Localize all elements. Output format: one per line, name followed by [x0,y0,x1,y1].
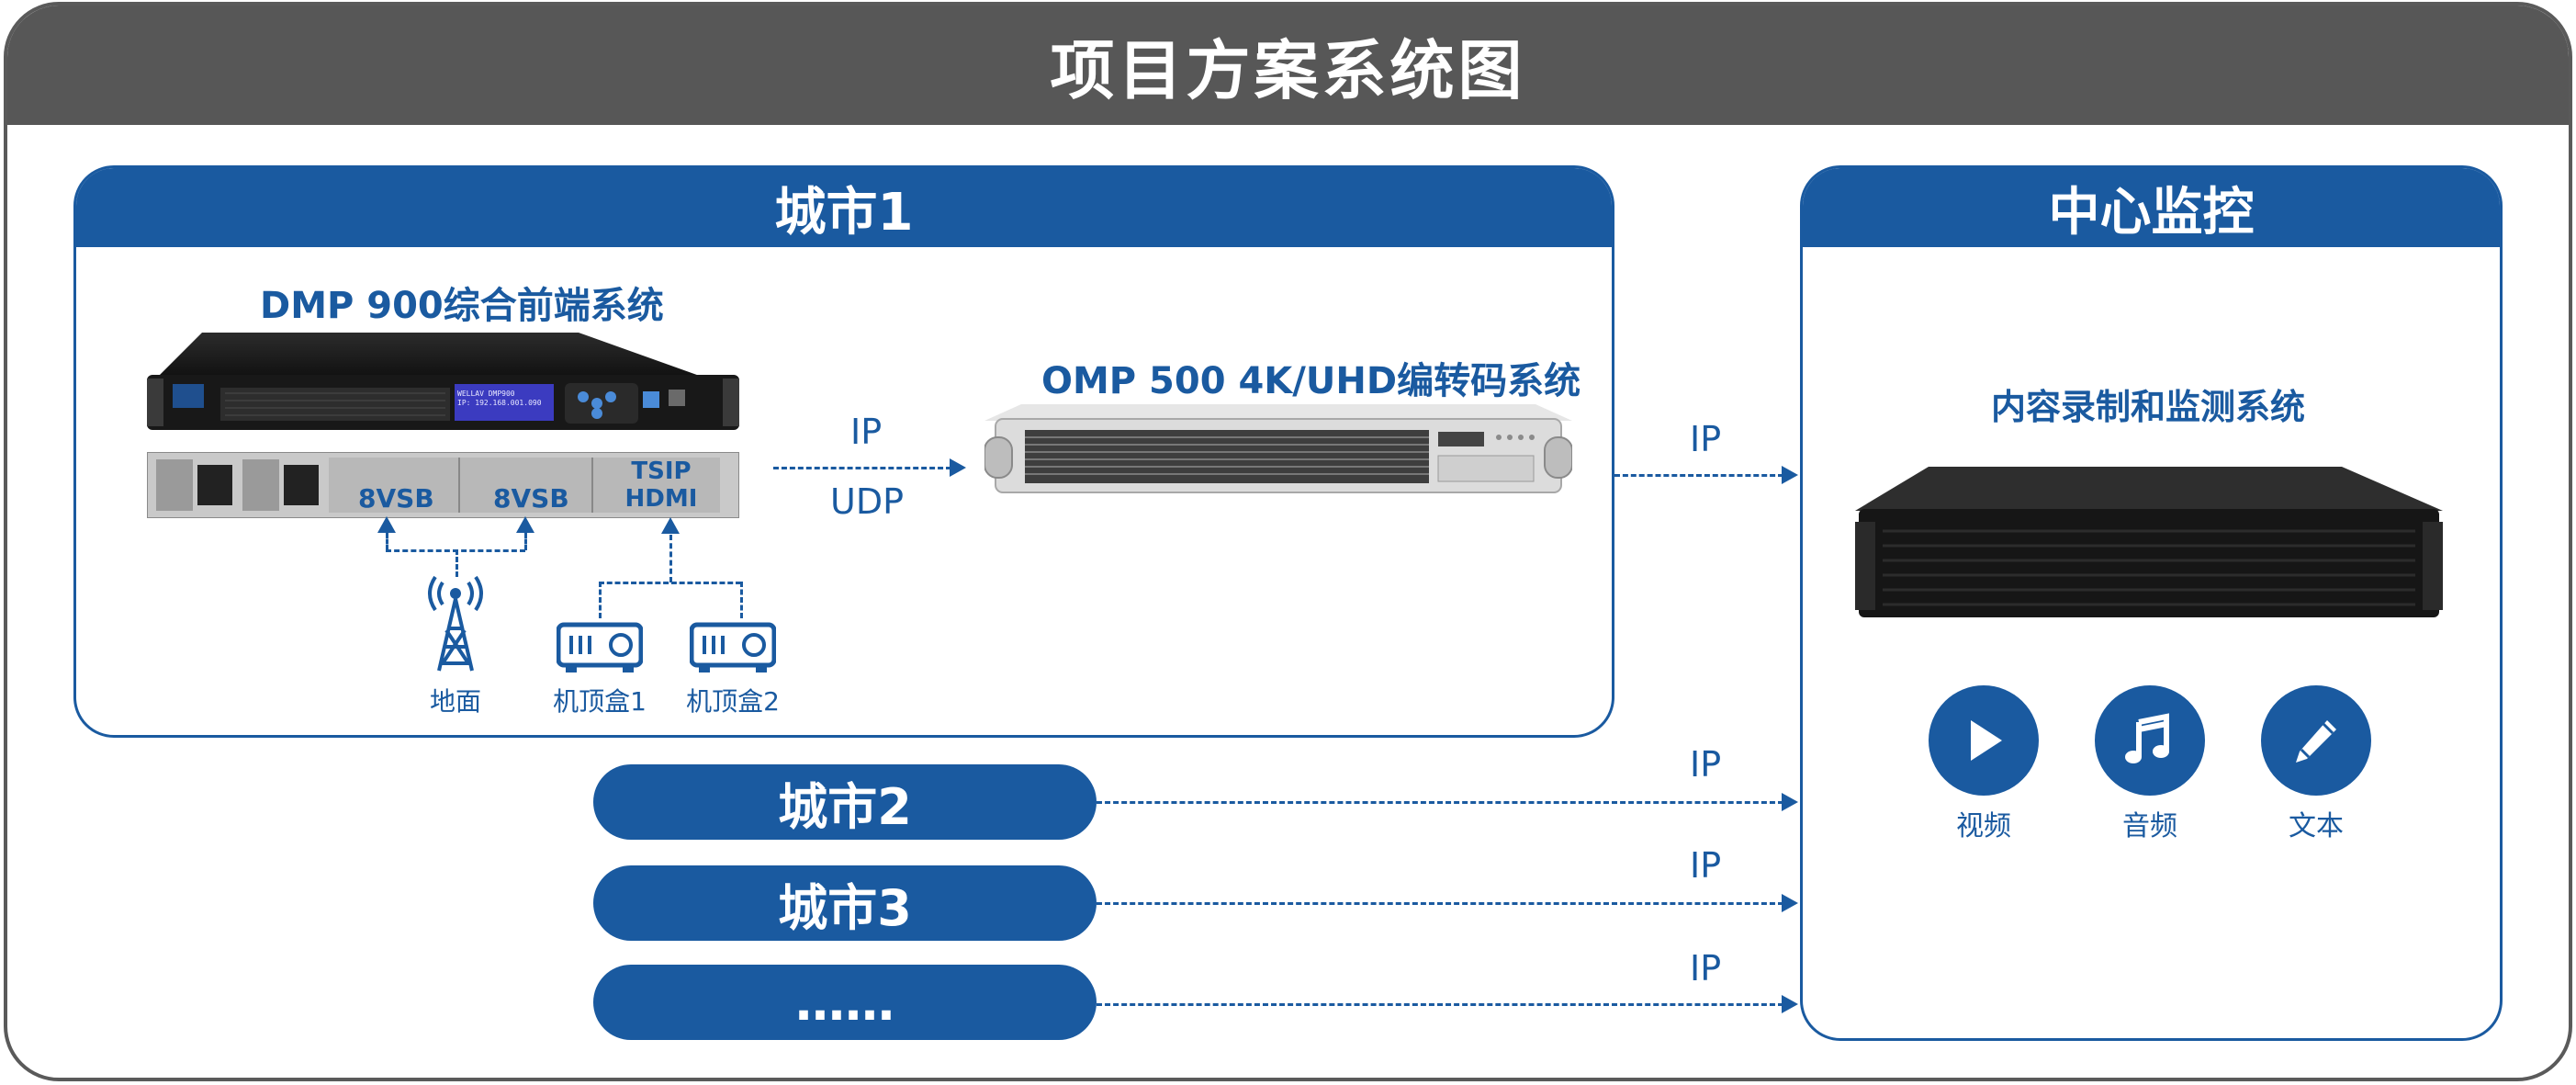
source-antenna-label: 地面 [429,686,481,717]
set-top-box-icon-2 [690,622,776,672]
city2-pill: 城市2 [593,764,1097,840]
arrow-up-slot2 [516,516,534,533]
more-cities-link-label: IP [1690,948,1722,989]
page-title: 项目方案系统图 [7,6,2569,125]
text-label: 文本 [2289,810,2344,842]
slot-8vsb-2: 8VSB [493,483,569,514]
link-ip-label: IP [850,412,883,452]
arrow-right-more-cities [1782,995,1798,1013]
music-note-icon [2095,685,2205,796]
source-stb1-label: 机顶盒1 [553,686,647,717]
source-stb2-label: 机顶盒2 [686,686,780,717]
center-header: 中心监控 [1803,168,2500,247]
center-system-title: 内容录制和监测系统 [1991,387,2306,427]
city1-header: 城市1 [76,168,1612,247]
recording-server-device [1855,467,2443,617]
play-icon [1929,685,2039,796]
arrow-up-slot3 [661,517,680,534]
antenna-tower-icon [428,575,483,672]
arrow-up-slot1 [377,516,396,533]
arrow-right-dmp-omp [950,458,966,477]
omp-title: OMP 500 4K/UHD编转码系统 [1041,360,1581,402]
city3-pill: 城市3 [593,865,1097,941]
audio-label: 音频 [2122,810,2177,842]
dmp-lcd-display: WELLAV DMP900 IP: 192.168.001.090 [457,390,542,407]
arrow-right-city2 [1782,793,1798,811]
dmp900-rear-device [147,452,739,518]
dmp900-front-device [147,333,739,430]
arrow-right-city1-center [1782,466,1798,484]
set-top-box-icon-1 [557,622,643,672]
dmp-title: DMP 900综合前端系统 [260,285,664,327]
more-cities-pill: …… [593,965,1097,1040]
city2-link-label: IP [1690,744,1722,785]
slot-8vsb-1: 8VSB [358,483,434,514]
slot-tsip-hdmi: TSIP HDMI [624,458,698,513]
link-city1-center-label: IP [1690,419,1722,459]
link-udp-label: UDP [830,481,904,522]
omp500-device [984,404,1572,493]
video-label: 视频 [1956,810,2011,842]
city3-link-label: IP [1690,845,1722,886]
arrow-right-city3 [1782,894,1798,912]
pencil-icon [2261,685,2371,796]
